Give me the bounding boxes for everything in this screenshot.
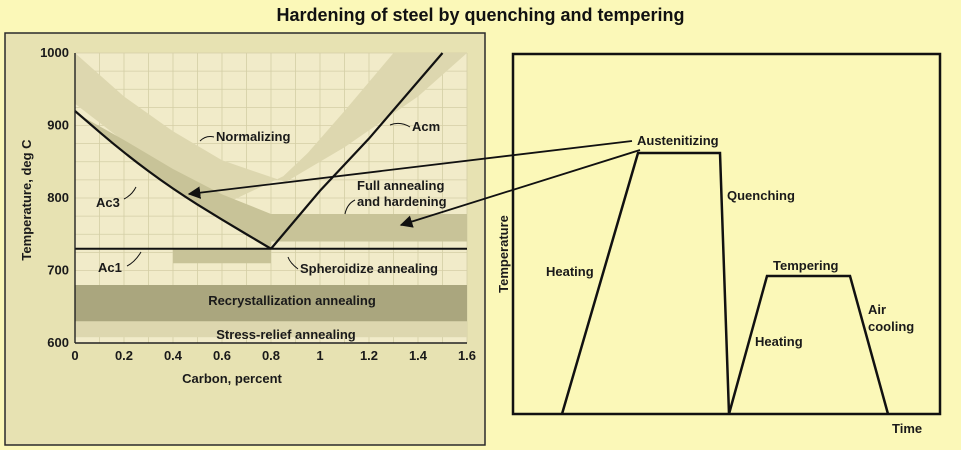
x-axis-label: Carbon, percent [182, 371, 282, 386]
x-tick-label: 0 [71, 348, 78, 363]
spheroidize-band [173, 248, 271, 264]
normalizing-leader [199, 136, 215, 142]
x-tick-label: 1.6 [458, 348, 476, 363]
y-tick-label: 1000 [40, 45, 69, 60]
air-cooling-label-line-1: Air [868, 302, 886, 317]
tick-labels: 0 0.2 0.4 0.6 0.8 1 1.2 1.4 1.6 600 700 800 900 1000 [40, 45, 476, 363]
ac1-label: Ac1 [98, 260, 122, 275]
y-tick-label: 800 [47, 190, 69, 205]
x-tick-label: 0.6 [213, 348, 231, 363]
acm-leader [389, 122, 411, 128]
austenitizing-arrow-to-ac3-band [187, 140, 633, 199]
austenitizing-arrow-to-full-annealing [399, 149, 641, 228]
x-tick-label: 0.8 [262, 348, 280, 363]
axes [74, 53, 467, 344]
full-annealing-leader [344, 199, 356, 215]
recrystallization-band [75, 285, 467, 326]
ac3-label: Ac3 [96, 195, 120, 210]
quenching-label: Quenching [727, 188, 795, 203]
normalizing-band [75, 53, 467, 206]
annealing-bands [75, 53, 467, 338]
tempering-label: Tempering [773, 258, 839, 273]
x-tick-label: 1 [316, 348, 323, 363]
time-axis-label: Time [892, 421, 922, 436]
ac3-leader [123, 186, 137, 200]
austenitizing-cycle-line [560, 151, 731, 415]
process-chart: Austenitizing Heating Quenching Temperin… [496, 52, 942, 436]
ac3-line [74, 110, 272, 250]
x-tick-label: 1.4 [409, 348, 428, 363]
stress-relief-label: Stress-relief annealing [216, 327, 355, 342]
transformation-lines [74, 52, 467, 250]
tempering-cycle-line [727, 274, 890, 415]
full-annealing-band [75, 111, 467, 249]
y-axis-label: Temperature, deg C [19, 139, 34, 261]
y-tick-label: 600 [47, 335, 69, 350]
spheroidize-label: Spheroidize annealing [300, 261, 438, 276]
y-tick-label: 700 [47, 263, 69, 278]
heating-label-1: Heating [546, 264, 594, 279]
y-tick-label: 900 [47, 118, 69, 133]
austenitizing-label: Austenitizing [637, 133, 719, 148]
heating-label-2: Heating [755, 334, 803, 349]
air-cooling-label-line-2: cooling [868, 319, 914, 334]
stress-relief-band [75, 321, 467, 338]
acm-line [270, 52, 444, 250]
x-tick-label: 0.4 [164, 348, 183, 363]
x-tick-label: 0.2 [115, 348, 133, 363]
spheroidize-leader [287, 256, 299, 270]
full-annealing-label-line-1: Full annealing [357, 178, 444, 193]
acm-label: Acm [412, 119, 440, 134]
temperature-axis-label: Temperature [496, 215, 511, 293]
process-frame [511, 52, 942, 416]
page-title: Hardening of steel by quenching and temp… [276, 5, 685, 25]
full-annealing-label-line-2: and hardening [357, 194, 447, 209]
ac1-leader [126, 251, 142, 267]
normalizing-label: Normalizing [216, 129, 290, 144]
x-tick-label: 1.2 [360, 348, 378, 363]
recrystallization-label: Recrystallization annealing [208, 293, 376, 308]
